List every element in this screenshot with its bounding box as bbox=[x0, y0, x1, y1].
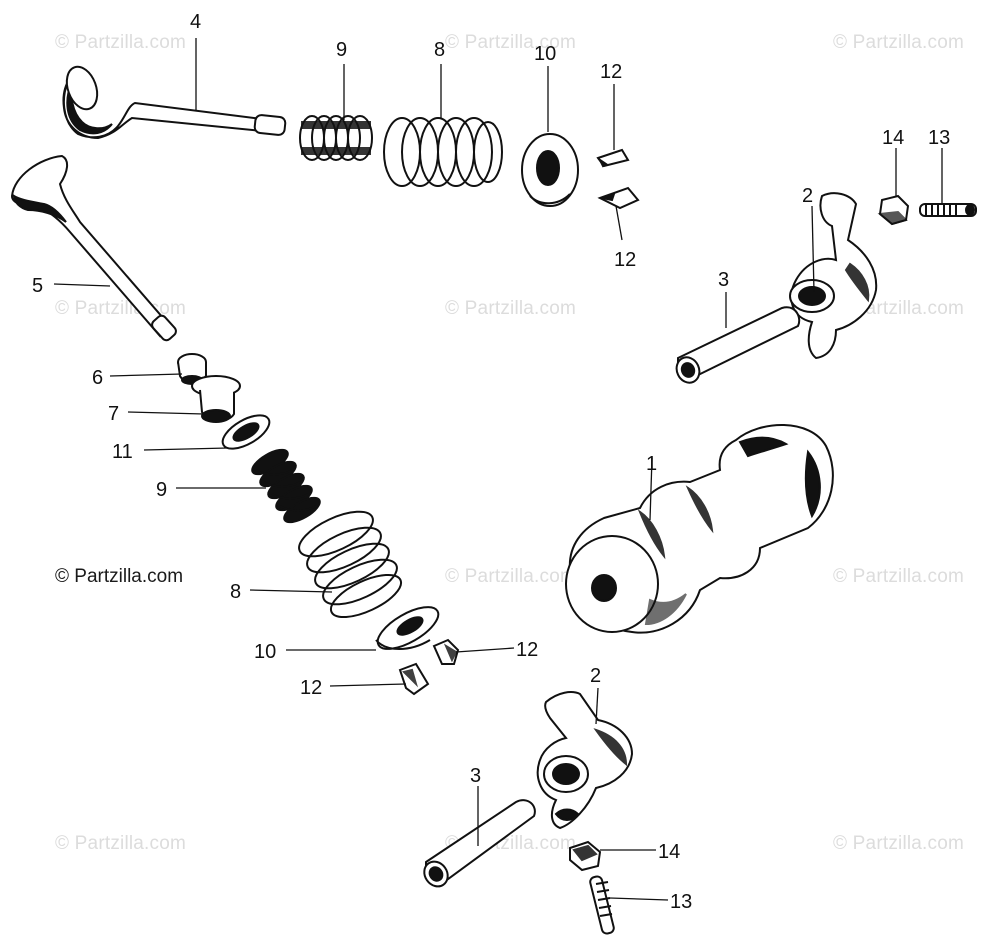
watermark: © Partzilla.com bbox=[445, 298, 577, 319]
callout-11: 11 bbox=[112, 441, 133, 463]
part-8-outer-spring-upper[interactable] bbox=[383, 117, 503, 187]
callout-12-lower-a: 12 bbox=[516, 639, 538, 661]
watermark-dark: © Partzilla.com bbox=[55, 566, 184, 587]
watermark: © Partzilla.com bbox=[55, 32, 187, 53]
callout-6: 6 bbox=[92, 367, 103, 389]
callout-5: 5 bbox=[32, 275, 43, 297]
part-12-keeper-upper-b[interactable] bbox=[597, 186, 640, 210]
watermark: © Partzilla.com bbox=[445, 566, 577, 587]
callout-2-lower: 2 bbox=[590, 665, 601, 687]
part-12-keeper-upper-a[interactable] bbox=[596, 148, 630, 168]
part-12-keeper-lower-b[interactable] bbox=[398, 662, 430, 696]
leader-lines bbox=[53, 38, 943, 901]
part-10-retainer-lower[interactable] bbox=[372, 599, 445, 657]
callout-2: 2 bbox=[802, 185, 813, 207]
callout-12: 12 bbox=[614, 249, 636, 271]
watermark: © Partzilla.com bbox=[833, 32, 965, 53]
watermark: © Partzilla.com bbox=[833, 833, 965, 854]
callout-3: 3 bbox=[718, 269, 729, 291]
callout-4: 4 bbox=[190, 11, 201, 33]
callout-8-lower: 8 bbox=[230, 581, 241, 603]
callout-10: 10 bbox=[534, 43, 556, 65]
callout-12: 12 bbox=[600, 61, 622, 83]
part-7-spring-seat[interactable] bbox=[191, 375, 241, 423]
part-5-valve[interactable] bbox=[10, 154, 178, 342]
part-9-inner-spring-upper[interactable] bbox=[299, 115, 373, 161]
part-14-nut-lower[interactable] bbox=[569, 840, 602, 872]
callout-1: 1 bbox=[646, 453, 657, 475]
part-3-shaft-lower[interactable] bbox=[420, 799, 536, 891]
part-3-shaft-upper[interactable] bbox=[673, 306, 801, 386]
part-11-washer[interactable] bbox=[217, 409, 274, 456]
callout-13: 13 bbox=[928, 127, 950, 149]
part-4-valve[interactable] bbox=[61, 63, 287, 140]
callout-13-lower: 13 bbox=[670, 891, 692, 913]
callout-9: 9 bbox=[336, 39, 347, 61]
part-1-camshaft[interactable] bbox=[565, 424, 834, 634]
part-10-retainer-upper[interactable] bbox=[521, 133, 579, 207]
watermark: © Partzilla.com bbox=[445, 32, 577, 53]
part-14-nut-upper[interactable] bbox=[877, 194, 910, 226]
callout-12-lower-b: 12 bbox=[300, 677, 322, 699]
part-8-outer-spring-lower[interactable] bbox=[293, 503, 407, 626]
callout-9-lower: 9 bbox=[156, 479, 167, 501]
callout-14-lower: 14 bbox=[658, 841, 680, 863]
callout-3-lower: 3 bbox=[470, 765, 481, 787]
callout-labels: 4 9 8 10 12 12 14 13 2 3 5 6 7 11 9 1 8 … bbox=[32, 11, 950, 913]
callout-7: 7 bbox=[108, 403, 119, 425]
part-12-keeper-lower-a[interactable] bbox=[432, 638, 460, 665]
callout-8: 8 bbox=[434, 39, 445, 61]
callout-14: 14 bbox=[882, 127, 904, 149]
part-13-screw-lower[interactable] bbox=[589, 875, 615, 935]
part-13-screw-upper[interactable] bbox=[919, 203, 977, 217]
part-2-rocker-arm-lower[interactable] bbox=[536, 691, 634, 830]
watermark: © Partzilla.com bbox=[833, 566, 965, 587]
part-2-rocker-arm-upper[interactable] bbox=[789, 192, 878, 360]
part-9-inner-spring-lower[interactable] bbox=[249, 445, 324, 527]
watermark: © Partzilla.com bbox=[55, 833, 187, 854]
callout-10-lower: 10 bbox=[254, 641, 276, 663]
